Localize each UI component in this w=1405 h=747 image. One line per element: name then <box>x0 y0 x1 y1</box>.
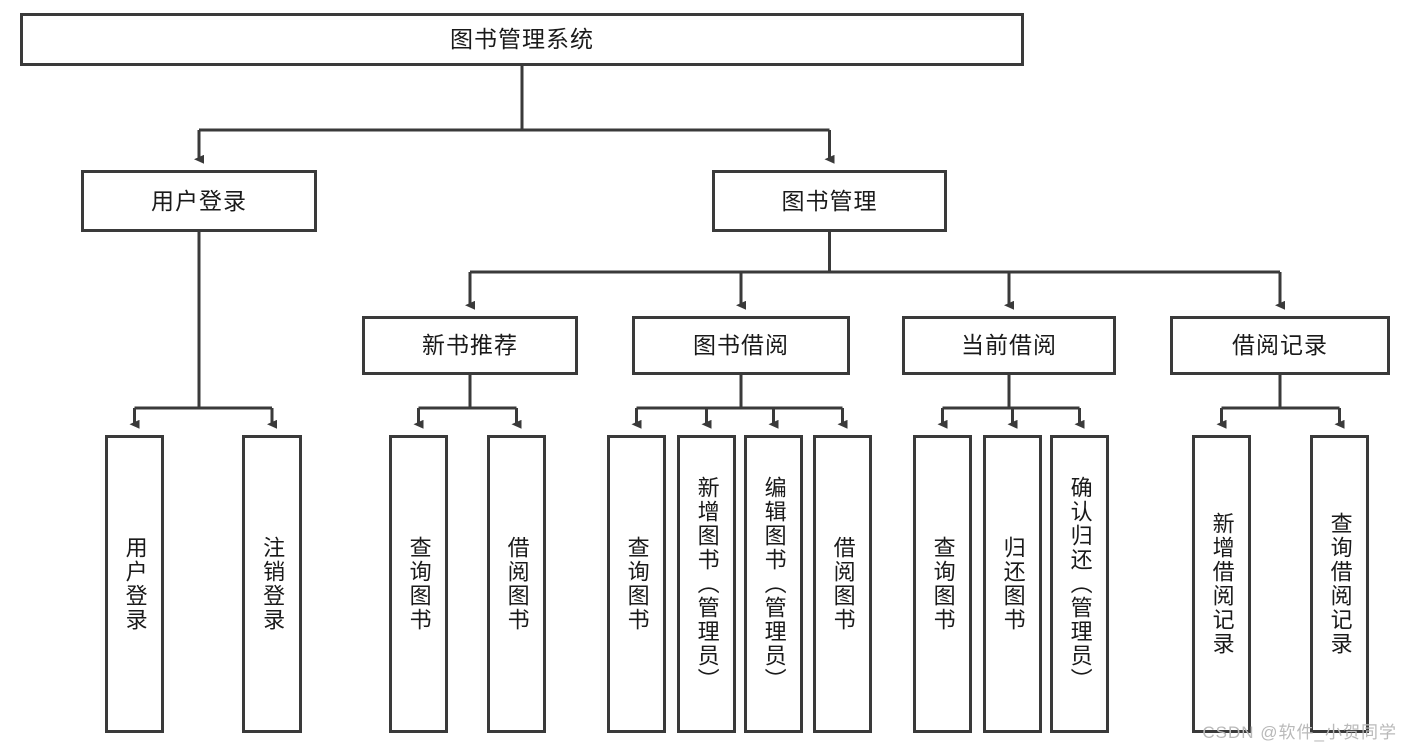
node-user-login[interactable]: 用户登录 <box>81 170 317 232</box>
node-label: 借阅图书 <box>830 536 856 632</box>
node-label: 查询图书 <box>624 536 650 632</box>
node-label: 图书借阅 <box>693 332 789 359</box>
csdn-watermark: CSDN @软件_小贺同学 <box>1202 723 1397 742</box>
node-label: 确认归还（管理员） <box>1067 476 1093 692</box>
node-leaf-query-book-current[interactable]: 查询图书 <box>913 435 972 733</box>
node-leaf-edit-book[interactable]: 编辑图书（管理员） <box>744 435 803 733</box>
node-label: 当前借阅 <box>961 332 1057 359</box>
node-current-borrow[interactable]: 当前借阅 <box>902 316 1116 375</box>
node-borrow-record[interactable]: 借阅记录 <box>1170 316 1390 375</box>
node-leaf-confirm-return[interactable]: 确认归还（管理员） <box>1050 435 1109 733</box>
node-leaf-user-login[interactable]: 用户登录 <box>105 435 164 733</box>
node-leaf-add-book[interactable]: 新增图书（管理员） <box>677 435 736 733</box>
node-leaf-borrow-book-rec[interactable]: 借阅图书 <box>487 435 546 733</box>
node-label: 新增借阅记录 <box>1209 512 1235 656</box>
node-new-book-recommend[interactable]: 新书推荐 <box>362 316 578 375</box>
node-label: 归还图书 <box>1000 536 1026 632</box>
node-label: 查询图书 <box>406 536 432 632</box>
node-label: 用户登录 <box>151 187 247 214</box>
node-label: 借阅记录 <box>1232 332 1328 359</box>
node-label: 查询图书 <box>930 536 956 632</box>
node-label: 借阅图书 <box>504 536 530 632</box>
node-label: 查询借阅记录 <box>1327 512 1353 656</box>
node-root[interactable]: 图书管理系统 <box>20 13 1024 66</box>
node-book-borrow[interactable]: 图书借阅 <box>632 316 850 375</box>
node-label: 新书推荐 <box>422 332 518 359</box>
node-leaf-return-book[interactable]: 归还图书 <box>983 435 1042 733</box>
node-leaf-query-borrow-record[interactable]: 查询借阅记录 <box>1310 435 1369 733</box>
node-label: 图书管理系统 <box>450 26 594 53</box>
node-label: 注销登录 <box>260 536 286 632</box>
node-leaf-add-borrow-record[interactable]: 新增借阅记录 <box>1192 435 1251 733</box>
node-leaf-query-book-rec[interactable]: 查询图书 <box>389 435 448 733</box>
node-leaf-logout[interactable]: 注销登录 <box>242 435 302 733</box>
node-leaf-query-book-borrow[interactable]: 查询图书 <box>607 435 666 733</box>
node-label: 用户登录 <box>122 536 148 632</box>
node-label: 编辑图书（管理员） <box>761 476 787 692</box>
node-leaf-borrow-book[interactable]: 借阅图书 <box>813 435 872 733</box>
node-label: 新增图书（管理员） <box>694 476 720 692</box>
node-book-management[interactable]: 图书管理 <box>712 170 947 232</box>
node-label: 图书管理 <box>781 187 878 214</box>
